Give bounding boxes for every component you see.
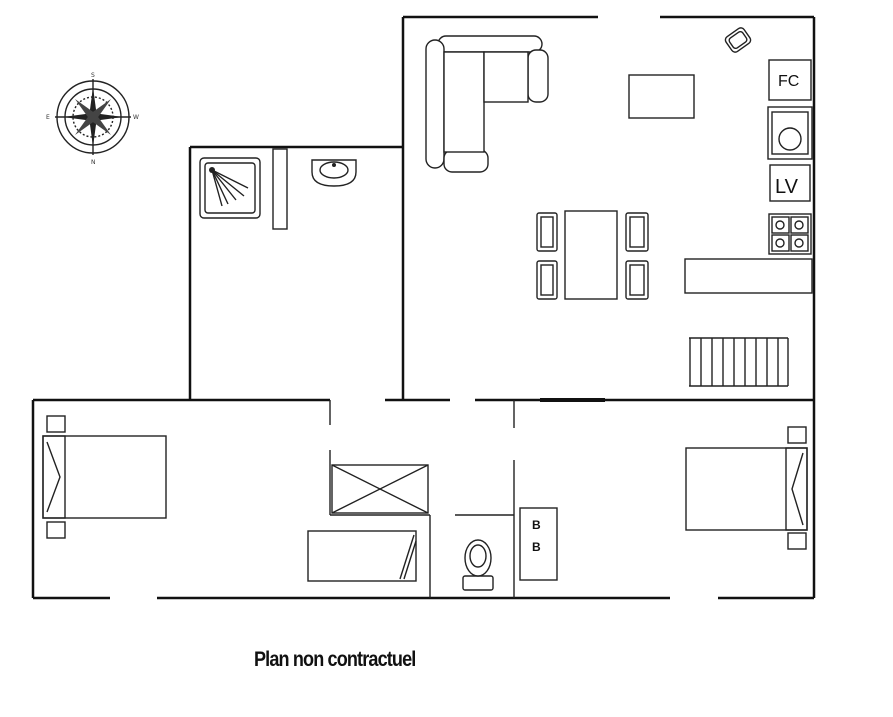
shower-spray-icon xyxy=(211,169,249,207)
cooktop xyxy=(768,213,812,255)
compass-label-right: W xyxy=(133,114,139,121)
bed-right xyxy=(685,447,808,531)
compass-needle-diag-b xyxy=(75,99,111,135)
bb-label-top: B xyxy=(532,518,541,532)
sofa-arm-right xyxy=(527,49,549,103)
sink-bowl-icon xyxy=(778,127,802,151)
water-heater-bb: B B xyxy=(519,507,558,581)
corner-sofa xyxy=(425,35,549,173)
washbasin-icon xyxy=(311,159,357,187)
coffee-table xyxy=(628,74,695,119)
sofa-arm-bottom xyxy=(443,149,489,173)
nightstand-left-bottom xyxy=(46,521,66,539)
shower-tray-inner xyxy=(204,162,256,214)
bb-label-bottom: B xyxy=(532,540,541,554)
chair-left-top xyxy=(536,212,558,252)
washbasin-tap-icon xyxy=(332,163,336,167)
bath-partition-panel xyxy=(272,148,288,230)
desk xyxy=(307,530,417,582)
sink-unit xyxy=(767,106,813,160)
staircase xyxy=(689,337,789,387)
nightstand-right-top xyxy=(787,426,807,444)
dishwasher-lv xyxy=(769,164,811,202)
sofa-back-left xyxy=(425,39,445,169)
bed-left-pillow-icon xyxy=(46,441,61,513)
bedroom-right xyxy=(685,426,808,550)
living-room: FC LV xyxy=(425,27,813,387)
sofa-seat-left xyxy=(443,51,485,153)
cooktop-burners-icon xyxy=(771,216,809,252)
fridge-label: FC xyxy=(778,73,799,90)
chair-right-top xyxy=(625,212,649,252)
bathroom xyxy=(199,148,357,230)
wc xyxy=(462,539,494,591)
compass-label-top: S xyxy=(91,72,95,79)
nightstand-left-top xyxy=(46,415,66,433)
kitchen-counter xyxy=(684,258,813,294)
compass-label-bottom: N xyxy=(91,159,96,166)
shower-tray xyxy=(199,157,261,219)
compass-label-left: E xyxy=(46,114,50,121)
washbasin-bowl xyxy=(319,161,349,179)
toilet-tank xyxy=(462,575,494,591)
bb-unit xyxy=(519,507,558,581)
sofa-back-top xyxy=(437,35,543,53)
fridge-fc xyxy=(768,59,812,101)
chair-left-bottom xyxy=(536,260,558,300)
plan-caption: Plan non contractuel xyxy=(254,648,416,671)
bed-right-pillow-icon xyxy=(791,452,804,526)
nightstand-right-bottom xyxy=(787,532,807,550)
dining-table xyxy=(564,210,618,300)
compass-rose: S N E W xyxy=(46,72,139,166)
walls xyxy=(31,15,816,600)
dishwasher-label: LV xyxy=(775,176,799,198)
bedroom-left xyxy=(42,415,429,582)
sofa-seat-right xyxy=(483,51,529,103)
chair-right-bottom xyxy=(625,260,649,300)
bed-left xyxy=(42,435,167,519)
dining-chairs xyxy=(536,212,649,300)
armchair-icon xyxy=(724,27,752,53)
